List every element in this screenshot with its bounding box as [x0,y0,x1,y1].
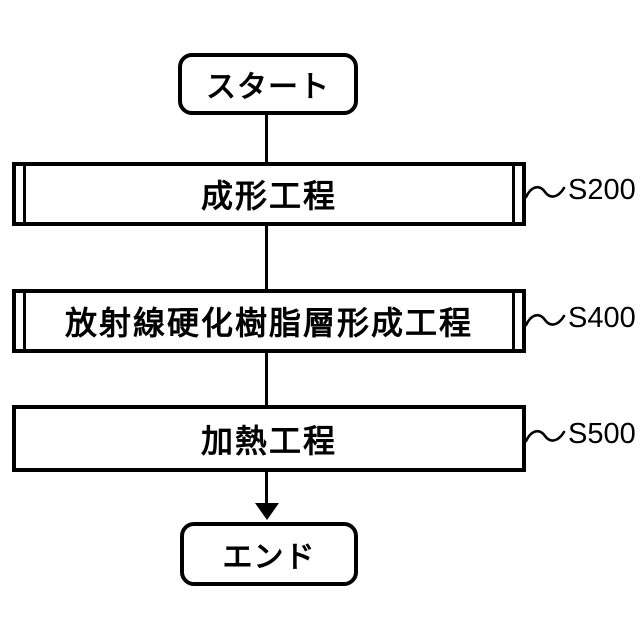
step3-tag-label: S500 [568,417,636,450]
tilde-connector-icon [524,314,566,327]
end-node-label: エンド [222,541,316,574]
step2-node: 放射線硬化樹脂層形成工程 [12,289,526,353]
step2-label: 放射線硬化樹脂層形成工程 [64,305,473,341]
tilde-connector-icon [524,430,566,443]
step1-label: 成形工程 [200,178,337,214]
start-node-label: スタート [206,71,330,104]
step2-tag-label: S400 [568,301,636,334]
double-line-left-icon [23,166,26,222]
connector-step3-to-end [265,470,268,507]
step1-node: 成形工程 [12,162,526,226]
step3-reference-tag: S500 [524,414,636,454]
double-line-left-icon [23,293,26,349]
connector-step1-to-step2 [265,224,268,291]
step1-reference-tag: S200 [524,170,636,210]
step2-reference-tag: S400 [524,298,636,338]
step3-node: 加熱工程 [12,405,526,472]
double-line-right-icon [512,293,515,349]
end-node: エンド [180,522,358,586]
tilde-connector-icon [524,186,566,199]
connector-start-to-step1 [265,113,268,164]
step1-tag-label: S200 [568,173,636,206]
arrowhead-down-icon [255,503,279,520]
double-line-right-icon [512,166,515,222]
step3-label: 加熱工程 [200,422,337,459]
connector-step2-to-step3 [265,351,268,407]
start-node: スタート [178,53,358,115]
